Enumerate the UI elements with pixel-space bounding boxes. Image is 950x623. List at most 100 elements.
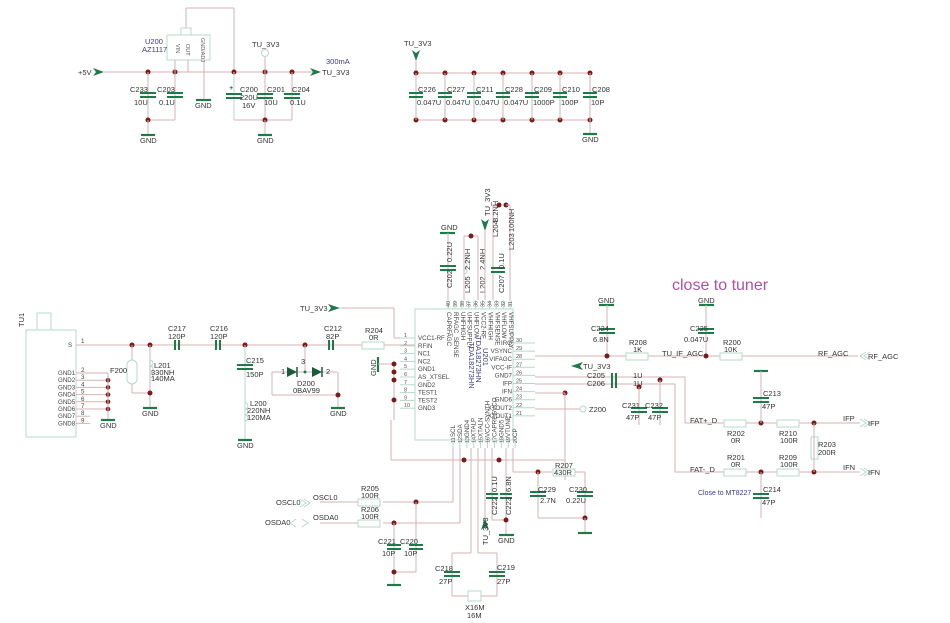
connector-pin-num: 6 (81, 396, 85, 403)
svg-text:L204: L204 (491, 220, 500, 237)
svg-text:C217: C217 (168, 324, 186, 333)
ic-pin-name: IRQ (501, 340, 512, 347)
capacitor-c209: C209 1000P (525, 85, 555, 107)
svg-text:C200: C200 (240, 85, 258, 94)
crystal-x16m (467, 590, 482, 602)
ic-pin-name: SDA (457, 423, 464, 437)
ic-pin-num: 7 (404, 380, 407, 386)
inductor-icon (244, 402, 249, 422)
svg-text:C203: C203 (157, 85, 175, 94)
svg-text:TU_3V3: TU_3V3 (481, 517, 490, 545)
svg-text:TU_3V3: TU_3V3 (404, 39, 432, 48)
testpoint-icon (261, 49, 269, 57)
ic-pin-name: VCC2-RF (480, 312, 487, 339)
svg-text:C216: C216 (210, 324, 228, 333)
svg-text:220NH: 220NH (247, 406, 270, 415)
ic-pin-name: GND5 (498, 419, 505, 437)
svg-text:8.2NH: 8.2NH (491, 201, 500, 222)
cap-ref: C226 (418, 85, 436, 94)
ic-pin-name: VSYNC (491, 348, 513, 355)
decoupling-section: TU_3V3 C2260.047UC2270.047UC2110.047UC22… (404, 39, 610, 144)
svg-text:0R: 0R (369, 333, 379, 342)
svg-text:140MA: 140MA (151, 374, 175, 383)
svg-text:120P: 120P (168, 332, 186, 341)
svg-text:10P: 10P (382, 549, 395, 558)
svg-text:Z200: Z200 (589, 405, 606, 414)
svg-text:2: 2 (326, 367, 330, 376)
connector-pin-name: GND2 (58, 377, 76, 384)
svg-text:C202: C202 (445, 270, 454, 288)
resistor-r201 (723, 468, 747, 477)
svg-text:C220: C220 (400, 537, 418, 546)
svg-text:C230: C230 (569, 485, 587, 494)
ic-pin-name: VHFSUPPLY (507, 312, 514, 348)
svg-text:GND: GND (441, 223, 458, 232)
svg-text:FAT-_D: FAT-_D (690, 465, 715, 474)
ic-pin-name: VHFLOW (500, 312, 507, 339)
connector-pin-name: GND3 (58, 384, 76, 391)
cap-value: 0.047U (475, 98, 499, 107)
svg-text:0.1U: 0.1U (159, 98, 175, 107)
ic-part: TDA18273HN (474, 336, 483, 383)
ic-pin-name: GND3 (418, 405, 436, 412)
port-icon (859, 351, 867, 361)
connector-pin-name: GND4 (58, 392, 76, 399)
svg-text:16M: 16M (467, 611, 482, 620)
ic-pin-name: XTALP (471, 418, 478, 437)
ic-pin-num: 14 (472, 437, 478, 443)
svg-text:220U: 220U (240, 93, 258, 102)
port-icon (859, 418, 867, 428)
ic-pin-num: 22 (516, 403, 522, 409)
resistor-r205 (357, 498, 381, 507)
ic-pin-num: 33 (494, 301, 500, 307)
svg-text:2.2NH: 2.2NH (463, 249, 472, 270)
svg-text:1: 1 (281, 367, 285, 376)
svg-text:S: S (68, 342, 72, 349)
svg-text:C233: C233 (130, 85, 148, 94)
svg-text:GND: GND (698, 296, 715, 305)
ic-pin-num: 26 (516, 370, 522, 376)
svg-text:C204: C204 (292, 85, 310, 94)
svg-text:GND: GND (140, 136, 157, 145)
svg-text:GND: GND (237, 441, 254, 450)
connector-pin-num: 8 (81, 410, 85, 417)
ic-pin-name: IFN (502, 389, 512, 396)
ic-pin-name: SCL (450, 424, 457, 437)
ic-pin-name: VCC-IF (491, 364, 512, 371)
resistor-r202 (723, 419, 747, 428)
svg-text:C215: C215 (246, 356, 264, 365)
ic-pin-num: 16 (486, 437, 492, 443)
svg-text:100R: 100R (361, 512, 380, 521)
svg-text:0.1U: 0.1U (290, 98, 306, 107)
ic-pin-num: 25 (516, 379, 522, 385)
ic-pin-name: XTOUT1 (488, 413, 513, 420)
ic-pin-num: 12 (458, 437, 464, 443)
svg-text:OSCL0: OSCL0 (276, 498, 301, 507)
svg-text:GND: GND (369, 359, 378, 376)
svg-text:C218: C218 (435, 564, 453, 573)
svg-text:6.8N: 6.8N (504, 476, 513, 492)
svg-text:IFN: IFN (843, 463, 855, 472)
svg-text:RF_AGC: RF_AGC (868, 352, 899, 361)
svg-text:OSDA0: OSDA0 (313, 513, 338, 522)
cap-ref: C209 (534, 85, 552, 94)
ic-ref: U201 (481, 348, 490, 366)
svg-text:1K: 1K (633, 345, 642, 354)
svg-text:C231: C231 (622, 401, 640, 410)
connector-pin-name: GND6 (58, 406, 76, 413)
svg-text:C222: C222 (490, 497, 499, 515)
svg-text:1U: 1U (633, 371, 643, 380)
svg-text:2.7N: 2.7N (540, 496, 556, 505)
ic-pin-num: 2 (404, 341, 407, 347)
svg-text:GND/ADJ: GND/ADJ (199, 38, 205, 62)
svg-text:C223: C223 (504, 497, 513, 515)
ic-pin-name: VCC-SYNTH (485, 401, 492, 437)
power-arrow-icon (571, 362, 583, 370)
ic-pin-name: TEST1 (418, 390, 438, 397)
cap-value: 100P (561, 98, 579, 107)
ic-pin-name: CAPREGVCO (491, 397, 498, 437)
cap-value: 1000P (533, 98, 555, 107)
